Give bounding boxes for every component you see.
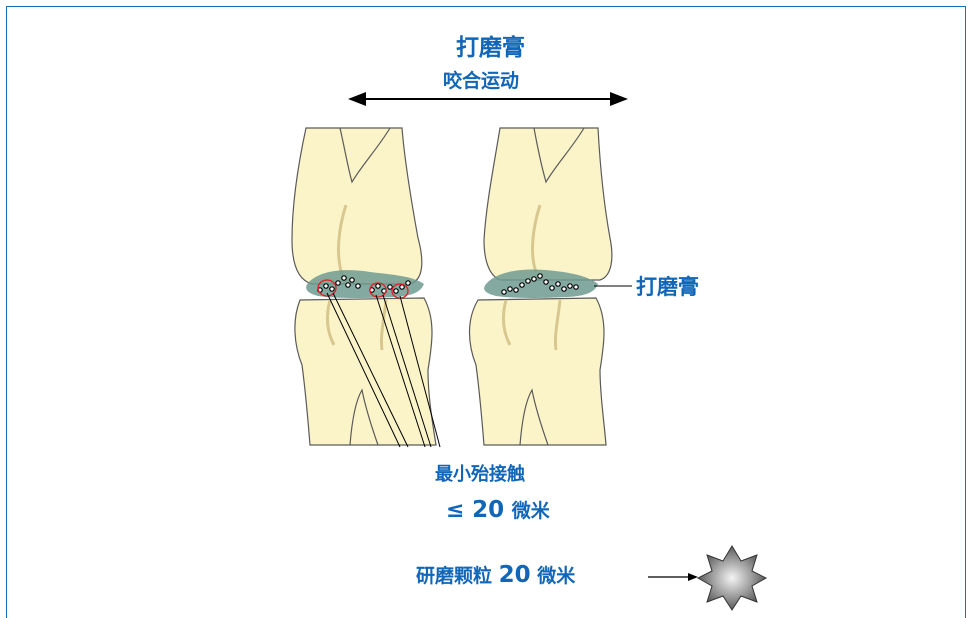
double-headed-arrow-icon	[348, 92, 628, 106]
right-upper-tooth	[484, 128, 612, 280]
contact-value-prefix: ≤	[446, 498, 464, 523]
contact-value-unit: 微米	[512, 500, 550, 522]
diagram-subtitle: 咬合运动	[443, 66, 519, 93]
particle-arrow	[648, 573, 698, 581]
particle-label-text: 研磨颗粒	[416, 565, 492, 587]
diagram-title: 打磨膏	[456, 28, 525, 62]
star-burst-particle-icon	[698, 546, 766, 610]
contact-label: 最小殆接触	[435, 460, 525, 486]
contact-value-number: 20	[472, 497, 504, 523]
particle-label-unit: 微米	[537, 565, 575, 587]
left-upper-tooth	[292, 128, 422, 284]
particle-label: 研磨颗粒 20 微米	[416, 561, 575, 588]
polishing-paste-label: 打磨膏	[636, 271, 699, 301]
left-lower-tooth	[295, 298, 436, 445]
contact-value: ≤ 20 微米	[446, 496, 550, 523]
right-lower-tooth	[470, 298, 607, 445]
particle-label-number: 20	[499, 562, 531, 588]
